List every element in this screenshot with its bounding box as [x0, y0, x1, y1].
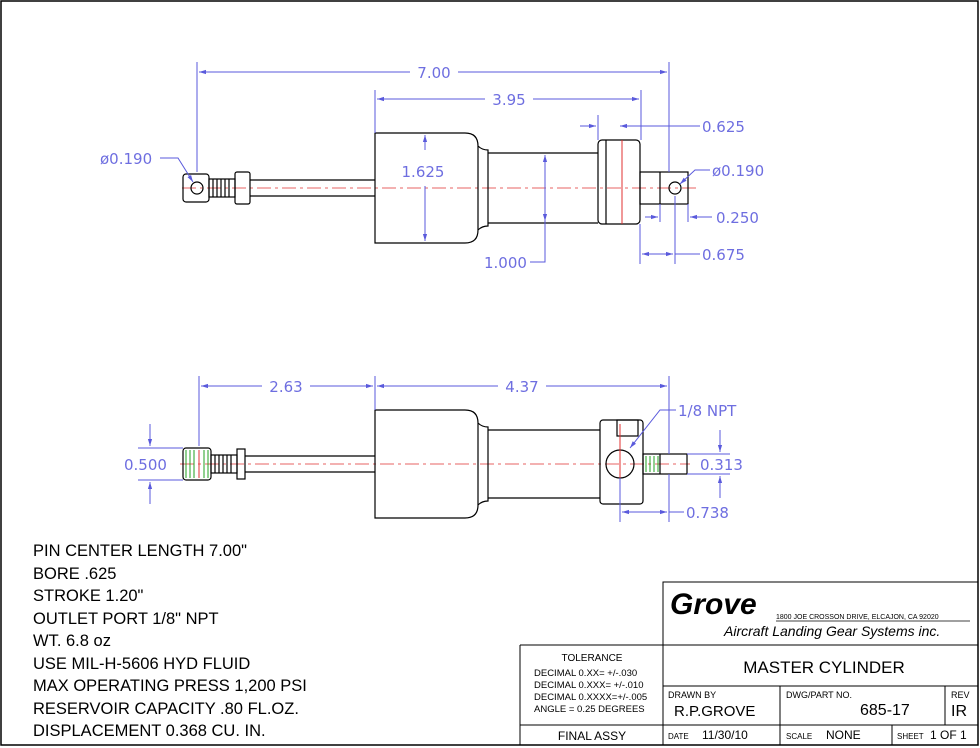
tolerance-line: DECIMAL 0.XXX= +/-.010 [534, 680, 643, 691]
tolerance-line: ANGLE = 0.25 DEGREES [534, 704, 645, 715]
dwg-label: DWG/PART NO. [786, 690, 852, 700]
dim-body-to-pin: 3.95 [492, 91, 525, 109]
specification-notes: PIN CENTER LENGTH 7.00" BORE .625 STROKE… [33, 540, 307, 743]
title-block-text: Grove 1800 JOE CROSSON DRIVE, ELCAJON, C… [534, 588, 970, 743]
note-line: PIN CENTER LENGTH 7.00" [33, 542, 247, 560]
note-line: OUTLET PORT 1/8" NPT [33, 609, 219, 628]
dim-port: 1/8 NPT [678, 402, 737, 420]
date-label: DATE [668, 732, 689, 741]
dim-left-span: 2.63 [269, 378, 302, 396]
scale-label: SCALE [786, 732, 812, 741]
dim-overall-length: 7.00 [417, 64, 450, 82]
dim-slot-width: 0.250 [716, 209, 759, 227]
note-line: MAX OPERATING PRESS 1,200 PSI [33, 677, 307, 695]
dim-body-dia: 1.625 [402, 163, 445, 181]
drawn-by-value: R.P.GROVE [674, 703, 755, 720]
tolerance-line: DECIMAL 0.XXXX=+/-.005 [534, 692, 647, 703]
title-block [519, 581, 979, 746]
company-address: 1800 JOE CROSSON DRIVE, ELCAJON, CA 9202… [776, 614, 939, 621]
dim-pin-dia-left: ø0.190 [100, 150, 152, 168]
company-subtitle: Aircraft Landing Gear Systems inc. [723, 623, 940, 639]
rev-label: REV [951, 690, 970, 700]
side-view: 2.63 4.37 1/8 NPT 0.500 0.313 0.738 [124, 376, 743, 522]
drawing-title: MASTER CYLINDER [743, 658, 905, 677]
tolerance-header: TOLERANCE [562, 653, 623, 664]
note-line: BORE .625 [33, 564, 117, 583]
dwg-number: 685-17 [860, 702, 910, 719]
assembly-label: FINAL ASSY [558, 729, 626, 743]
rev-value: IR [951, 703, 967, 720]
sheet-label: SHEET [897, 732, 924, 741]
dim-barrel-dia: 1.000 [484, 254, 527, 272]
sheet-value: 1 OF 1 [930, 728, 967, 742]
dim-cap-length: 0.625 [702, 118, 745, 136]
dim-pin-offset: 0.675 [702, 246, 745, 264]
dim-rod-end-dia: 0.500 [124, 456, 167, 474]
note-line: RESERVOIR CAPACITY .80 FL.OZ. [33, 699, 299, 718]
date-value: 11/30/10 [702, 728, 748, 742]
scale-value: NONE [826, 728, 861, 742]
top-view: 7.00 3.95 0.625 ø0.190 ø0.190 1.625 1.00… [100, 62, 764, 272]
note-line: USE MIL-H-5606 HYD FLUID [33, 654, 251, 673]
tolerance-line: DECIMAL 0.XX= +/-.030 [534, 668, 637, 679]
note-line: WT. 6.8 oz [33, 632, 111, 650]
company-logo: Grove [670, 588, 757, 621]
drawn-by-label: DRAWN BY [668, 690, 716, 700]
note-line: STROKE 1.20" [33, 587, 144, 605]
dim-right-span: 4.37 [505, 378, 538, 396]
dim-pin-dia-right: ø0.190 [712, 162, 764, 180]
dim-outlet-offset: 0.738 [686, 504, 729, 522]
dim-outlet-dia: 0.313 [700, 456, 743, 474]
note-line: DISPLACEMENT 0.368 CU. IN. [33, 722, 266, 740]
